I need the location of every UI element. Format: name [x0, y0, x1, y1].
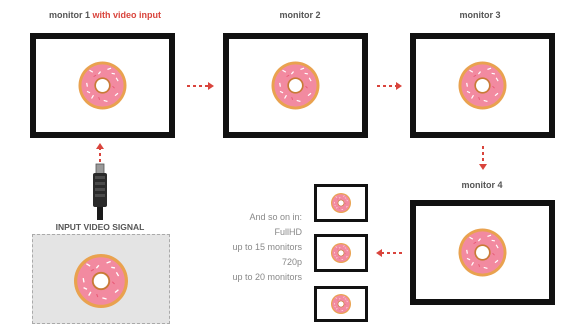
- monitor-2: [223, 33, 368, 138]
- monitor-1-label: monitor 1 with video input: [30, 10, 180, 20]
- donut-icon: [331, 243, 351, 263]
- hdmi-cable-icon: [93, 163, 107, 220]
- monitor-3-label: monitor 3: [459, 10, 501, 20]
- monitor-2-label: monitor 2: [279, 10, 321, 20]
- 720p-line: 720p: [281, 257, 302, 267]
- donut-icon: [74, 254, 128, 308]
- monitor-1-label-main: monitor 1: [48, 10, 93, 20]
- arrow-down-icon: [479, 146, 487, 170]
- and-so-on-text: And so on in: FullHD up to 15 monitors 7…: [210, 210, 302, 285]
- fullhd-count-line: up to 15 monitors: [232, 242, 302, 252]
- donut-icon: [78, 61, 127, 110]
- arrow-left-icon: [376, 249, 402, 257]
- arrow-up-icon: [96, 143, 104, 162]
- 720p-count-line: up to 20 monitors: [232, 272, 302, 282]
- donut-icon: [458, 61, 507, 110]
- donut-icon: [271, 61, 320, 110]
- arrow-right-icon: [187, 82, 214, 90]
- donut-icon: [331, 294, 351, 314]
- arrow-right-icon: [377, 82, 402, 90]
- donut-icon: [458, 228, 507, 277]
- fullhd-line: FullHD: [274, 227, 302, 237]
- monitor-1-label-accent: with video input: [92, 10, 162, 20]
- monitor-4-label: monitor 4: [461, 180, 503, 190]
- donut-icon: [331, 193, 351, 213]
- and-so-on-line: And so on in:: [249, 212, 302, 222]
- input-video-signal-label: INPUT VIDEO SIGNAL: [55, 222, 145, 232]
